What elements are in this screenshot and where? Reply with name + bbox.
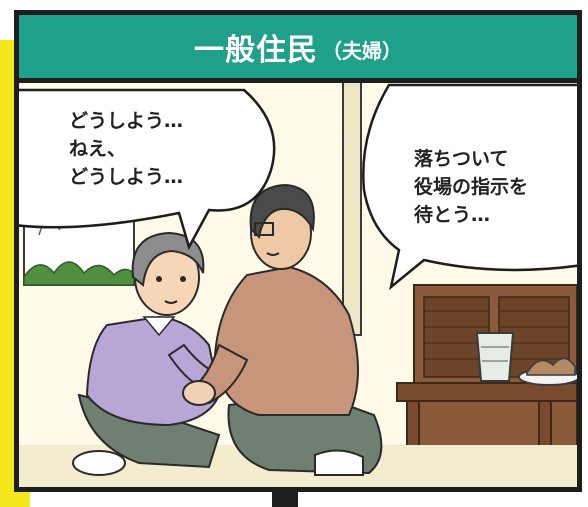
speech-bubble-left xyxy=(19,88,276,251)
tea-cup-icon xyxy=(475,332,515,382)
bottom-page-tab xyxy=(272,488,298,507)
speech-text-wife: どうしよう… ねえ、 どうしよう… xyxy=(69,110,184,188)
low-table xyxy=(396,382,577,487)
wife-character xyxy=(72,231,221,476)
holding-hands xyxy=(182,380,216,406)
husband-character xyxy=(182,183,383,476)
garden-bushes xyxy=(23,261,135,286)
glasses xyxy=(254,222,274,236)
speech-bubble-right xyxy=(362,83,577,291)
husband-sock xyxy=(314,449,364,476)
title-main: 一般住民 xyxy=(194,32,318,68)
snack-plate-icon xyxy=(518,357,577,386)
title-sub: （夫婦） xyxy=(322,39,402,63)
comic-panel: 一般住民 （夫婦） どうしよう… ねえ、 どうしよう… 落ちついて 役場の指示を… xyxy=(14,10,582,492)
title-bar: 一般住民 （夫婦） xyxy=(19,15,577,83)
wife-sock xyxy=(72,450,126,476)
speech-text-husband: 落ちついて 役場の指示を 待とう… xyxy=(414,148,529,226)
pillar xyxy=(342,74,362,336)
scene-illustration xyxy=(19,74,577,487)
